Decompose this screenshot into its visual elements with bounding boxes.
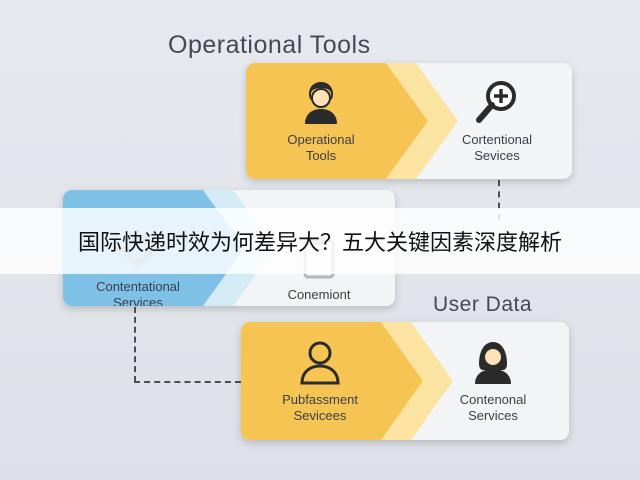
card-bot-right: Contenonal Services <box>417 322 569 440</box>
card-bot-left: Pubfassment Sevicees <box>241 322 399 440</box>
title-operational-tools: Operational Tools <box>168 31 371 59</box>
person-icon <box>305 82 337 124</box>
card-operational-tools: Operational Tools Cortentional Sevices <box>246 63 572 179</box>
card-mid-left-label: Contentational Services <box>96 279 180 306</box>
connector-mid-bottom-vertical <box>134 307 136 382</box>
card-top-left: Operational Tools <box>246 63 396 179</box>
magnifier-plus-icon <box>476 81 516 123</box>
card-mid-right-label: Conemiont <box>287 287 351 302</box>
card-bot-right-label: Contenonal Services <box>459 392 527 423</box>
connector-mid-bottom-horizontal <box>134 381 241 383</box>
card-top-background <box>246 63 572 179</box>
connector-top-right <box>498 180 500 220</box>
card-top-right-label: Cortentional Sevices <box>461 132 533 163</box>
card-user-data: Pubfassment Sevicees Contenonal Services <box>241 322 569 440</box>
card-top-left-label: Operational Tools <box>287 132 355 163</box>
overlay-banner: 国际快递时效为何差异大？五大关键因素深度解析 <box>0 208 640 274</box>
person-outline-icon <box>300 341 340 385</box>
title-user-data: User Data <box>433 293 533 316</box>
card-top-right: Cortentional Sevices <box>422 63 572 179</box>
banner-text: 国际快递时效为何差异大？五大关键因素深度解析 <box>77 231 562 256</box>
card-bot-left-label: Pubfassment Sevicees <box>282 392 358 423</box>
woman-icon <box>475 342 511 384</box>
card-bot-background <box>241 322 569 440</box>
